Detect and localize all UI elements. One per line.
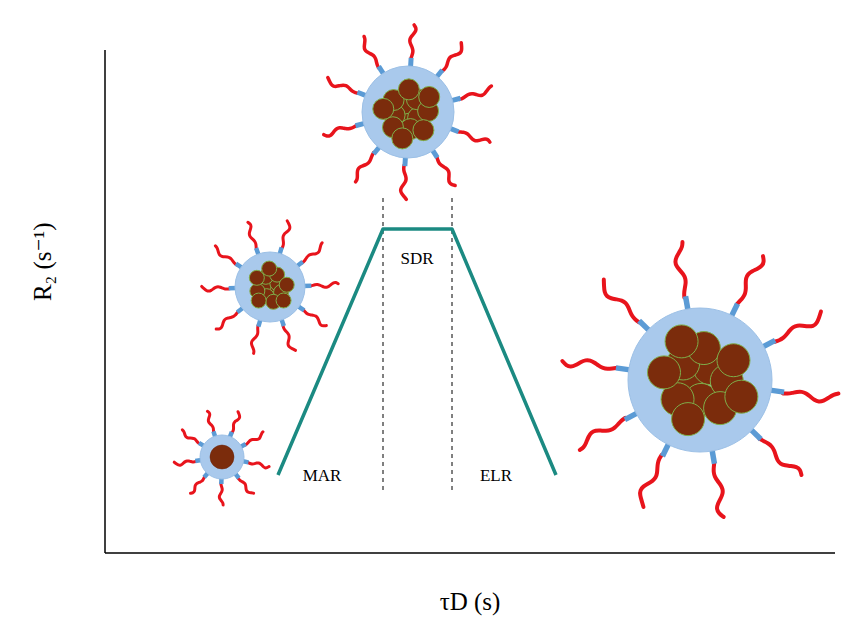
nanoparticles <box>174 25 838 517</box>
polymer-chain <box>364 36 378 67</box>
polymer-chain <box>580 418 625 450</box>
polymer-chain <box>442 43 461 71</box>
polymer-chains <box>174 411 269 505</box>
polymer-chain <box>775 311 821 341</box>
polymer-chain <box>302 243 322 263</box>
polymer-chain <box>216 312 238 330</box>
polymer-chain <box>245 432 263 445</box>
polymer-chain <box>247 462 269 468</box>
divider-line <box>452 198 453 490</box>
y-axis-title: R₂ (s⁻¹) <box>28 223 56 302</box>
iron-oxide-core <box>251 293 266 308</box>
polymer-chain <box>356 153 374 182</box>
iron-oxide-core <box>419 86 440 107</box>
polymer-chain <box>282 221 290 249</box>
iron-oxide-core <box>249 270 264 285</box>
polymer-chain <box>190 476 204 493</box>
nanoparticle <box>202 221 339 354</box>
nanoparticle <box>174 411 269 505</box>
polymer-chain <box>251 325 258 353</box>
coating-shell <box>628 308 772 452</box>
iron-oxide-core <box>276 293 291 308</box>
polymer-chain <box>202 286 230 291</box>
regime-label: MAR <box>303 467 342 486</box>
iron-oxide-core <box>210 445 234 469</box>
relaxivity-curve <box>278 229 556 475</box>
iron-oxide-core <box>392 128 413 149</box>
iron-oxide-core <box>398 79 419 100</box>
y-axis <box>104 50 106 553</box>
polymer-chain <box>437 157 455 186</box>
polymer-chain <box>174 461 196 465</box>
polymer-chain <box>604 280 639 323</box>
polymer-chain <box>219 483 223 505</box>
regime-dividers <box>383 198 452 490</box>
polymer-chain <box>215 246 236 265</box>
divider-line <box>383 198 384 490</box>
polymer-chain <box>737 256 764 304</box>
polymer-chain <box>248 222 256 249</box>
x-axis-title: τD (s) <box>440 588 501 616</box>
coating-shell <box>235 252 305 322</box>
iron-oxide-core <box>648 356 681 389</box>
polymer-chain <box>460 86 492 99</box>
polymer-chains <box>324 25 492 199</box>
nanoparticle <box>324 25 492 199</box>
iron-oxide-core <box>279 277 294 292</box>
polymer-chain <box>310 282 338 287</box>
iron-oxide-core <box>373 98 394 119</box>
regime-label: SDR <box>400 250 433 269</box>
polymer-chains <box>202 221 339 354</box>
iron-oxide-core <box>672 403 705 436</box>
coating-shell <box>362 66 454 158</box>
polymer-chain <box>562 360 617 369</box>
x-axis <box>105 552 835 554</box>
polymer-chain <box>760 439 802 475</box>
coating-shell <box>200 435 244 479</box>
polymer-chain <box>232 412 240 433</box>
iron-oxide-core <box>725 380 758 413</box>
polymer-chain <box>238 478 254 494</box>
polymer-chain <box>410 25 416 59</box>
polymer-chain <box>303 310 326 326</box>
iron-oxide-core <box>262 261 277 276</box>
polymer-chain <box>458 132 490 142</box>
polymer-chain <box>401 165 407 199</box>
polymer-chain <box>324 125 357 136</box>
iron-oxide-core <box>665 325 698 358</box>
axes <box>105 50 835 553</box>
polymer-chain <box>328 77 358 93</box>
regime-label: ELR <box>480 467 512 486</box>
polymer-chain <box>640 455 662 507</box>
polymer-chain <box>675 242 685 297</box>
polymer-chain <box>182 430 199 444</box>
iron-oxide-core <box>413 120 434 141</box>
polymer-chains <box>562 242 838 517</box>
iron-oxide-core <box>717 344 750 377</box>
polymer-chain <box>714 463 724 517</box>
polymer-chain <box>207 411 213 432</box>
polymer-chain <box>283 325 296 350</box>
nanoparticle <box>562 242 838 517</box>
polymer-chain <box>783 392 839 402</box>
